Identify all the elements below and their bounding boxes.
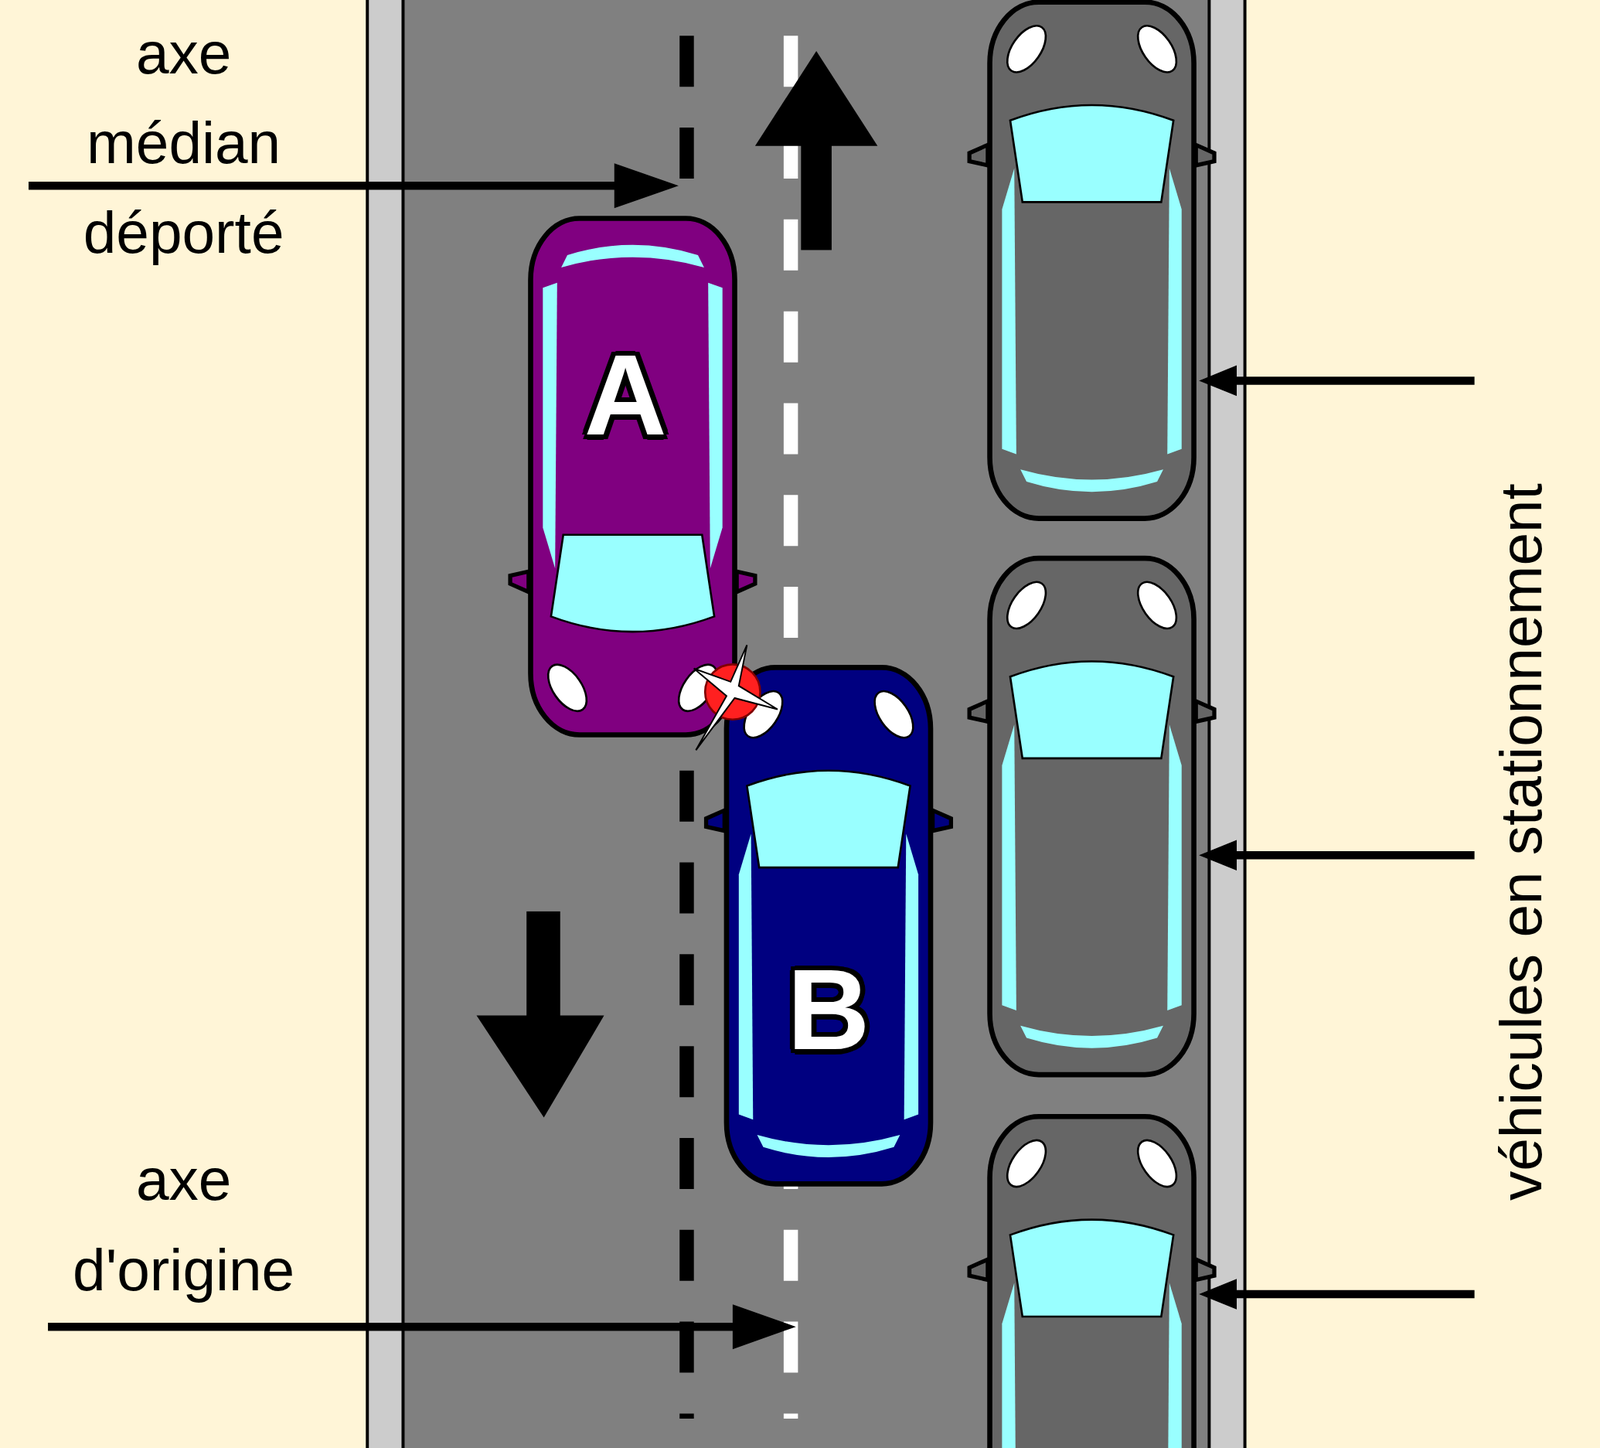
parked-cars-part [969,2,1215,519]
car-a-part [510,218,756,736]
direction-arrows-part [526,911,561,1019]
annotation-label: véhicules en stationnement [1487,483,1553,1201]
car-b [706,667,952,1184]
leader-lines-part [732,1303,797,1349]
parked-cars [969,2,1215,1448]
parked-cars-part [969,1116,1215,1448]
leader-lines-part [614,163,679,208]
direction-arrows [476,51,879,1118]
annotation-label: axe médian déporté [40,8,327,279]
parked-cars-part [969,558,1215,1075]
leader-lines-part [47,1322,750,1332]
leader-lines-part [1198,1278,1237,1310]
direction-arrows-part [800,142,832,251]
car-letter: B [787,953,871,1068]
leader-lines-part [28,181,634,191]
leader-lines-part [1198,839,1237,871]
car-label: A [584,338,668,453]
direction-arrows-part [476,1015,605,1118]
leader-lines-part [1219,1290,1475,1299]
leader-lines-part [1198,365,1237,397]
leader-lines-part [1219,376,1475,385]
car-a [510,218,756,736]
direction-arrows-part [755,51,878,147]
collision-mark-part [694,644,778,750]
leader-lines-part [1219,851,1475,860]
leader-lines [28,163,1475,1349]
car-letter: A [584,338,668,453]
collision-mark [694,644,778,750]
car-b-part [706,667,952,1184]
annotation-label: axe d'origine [40,1134,327,1315]
car-label: B [787,953,871,1068]
